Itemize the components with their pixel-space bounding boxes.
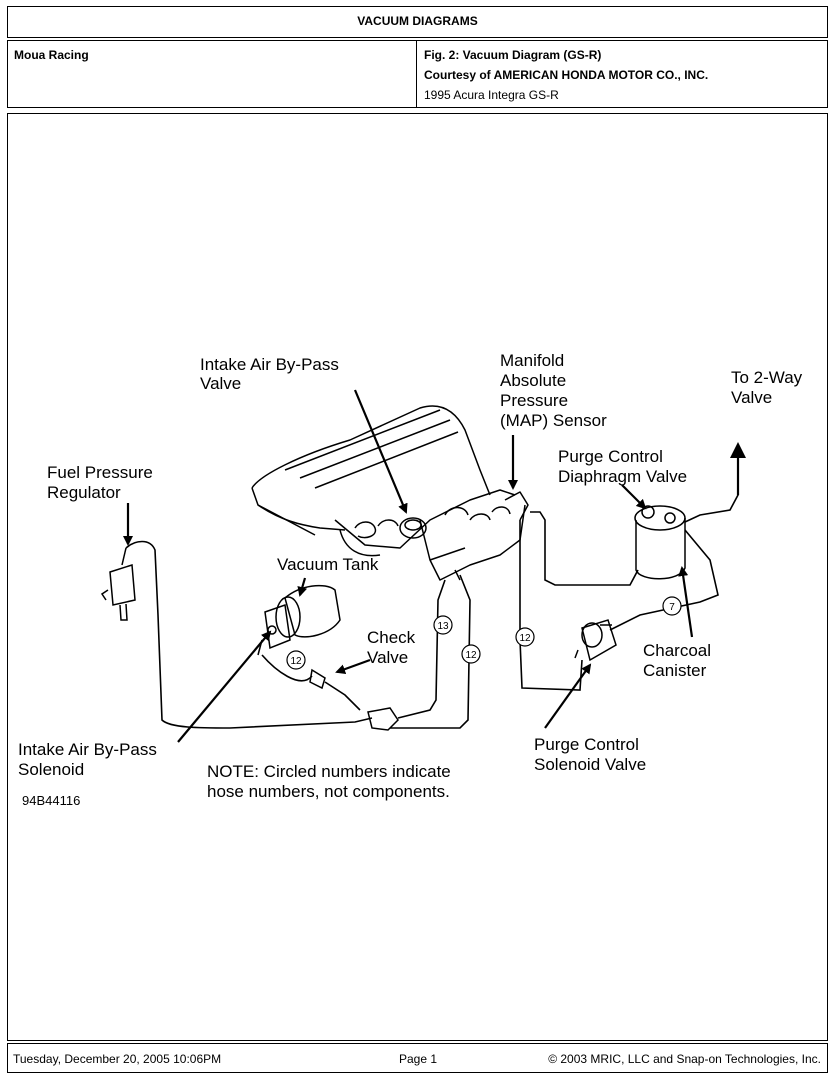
label-vacuum-tank: Vacuum Tank bbox=[277, 555, 379, 574]
hose-number-12-b bbox=[461, 644, 481, 664]
label-purge-control-solenoid-2: Solenoid Valve bbox=[534, 755, 646, 774]
hose-number-12-a bbox=[286, 650, 306, 670]
label-charcoal-canister-1: Charcoal bbox=[643, 641, 711, 660]
label-intake-air-bypass-solenoid-2: Solenoid bbox=[18, 760, 84, 779]
footer-page: Page 1 bbox=[399, 1052, 438, 1066]
check-valve bbox=[309, 668, 399, 731]
purge-control-solenoid-valve bbox=[574, 619, 617, 662]
footer-copyright: © 2003 MRIC, LLC and Snap-on Technologie… bbox=[548, 1052, 821, 1066]
footer-date: Tuesday, December 20, 2005 10:06PM bbox=[13, 1052, 222, 1066]
hose-number-text: 13 bbox=[437, 621, 449, 632]
figure-code: 94B44116 bbox=[22, 793, 80, 808]
hose-number-markers bbox=[286, 596, 682, 670]
label-check-valve-2: Valve bbox=[367, 648, 408, 667]
hose-number-text: 12 bbox=[519, 633, 531, 644]
title-box: VACUUM DIAGRAMS bbox=[7, 6, 828, 38]
header-divider bbox=[416, 41, 417, 107]
vacuum-tank bbox=[257, 584, 341, 656]
diagram-frame bbox=[7, 113, 828, 1041]
label-map-sensor-2: Absolute bbox=[500, 371, 566, 390]
label-to-2way-valve-1: To 2-Way bbox=[731, 368, 803, 387]
to-2way-arrowhead bbox=[730, 442, 746, 458]
label-map-sensor-4: (MAP) Sensor bbox=[500, 411, 607, 430]
page-title: VACUUM DIAGRAMS bbox=[357, 14, 478, 28]
courtesy-line: Courtesy of AMERICAN HONDA MOTOR CO., IN… bbox=[424, 68, 709, 82]
header-box: Moua Racing Fig. 2: Vacuum Diagram (GS-R… bbox=[7, 40, 828, 108]
label-charcoal-canister-2: Canister bbox=[643, 661, 707, 680]
hose-number-text: 12 bbox=[465, 650, 477, 661]
hose-number-text: 12 bbox=[290, 656, 302, 667]
label-fuel-pressure-regulator-1: Fuel Pressure bbox=[47, 463, 153, 482]
figure-title: Fig. 2: Vacuum Diagram (GS-R) bbox=[424, 48, 602, 62]
label-to-2way-valve-2: Valve bbox=[731, 388, 772, 407]
vehicle-line: 1995 Acura Integra GS-R bbox=[424, 88, 559, 102]
hose-number-7 bbox=[662, 596, 682, 616]
label-map-sensor-3: Pressure bbox=[500, 391, 568, 410]
label-intake-air-bypass-valve-2: Valve bbox=[200, 374, 241, 393]
hose-number-12-c bbox=[515, 627, 535, 647]
vacuum-hoses bbox=[125, 470, 739, 729]
label-intake-air-bypass-solenoid-1: Intake Air By-Pass bbox=[18, 740, 157, 759]
hose-number-text: 7 bbox=[669, 602, 675, 613]
note-line-2: hose numbers, not components. bbox=[207, 782, 450, 801]
engine-intake-manifold bbox=[251, 405, 529, 581]
label-intake-air-bypass-valve-1: Intake Air By-Pass bbox=[200, 355, 339, 374]
leader-arrows bbox=[123, 389, 743, 743]
charcoal-canister bbox=[634, 505, 686, 580]
label-check-valve-1: Check bbox=[367, 628, 416, 647]
hose-number-13 bbox=[433, 615, 453, 635]
label-purge-control-solenoid-1: Purge Control bbox=[534, 735, 639, 754]
fuel-pressure-regulator bbox=[100, 547, 136, 621]
label-purge-control-diaphragm-2: Diaphragm Valve bbox=[558, 467, 687, 486]
note-line-1: NOTE: Circled numbers indicate bbox=[207, 762, 451, 781]
label-fuel-pressure-regulator-2: Regulator bbox=[47, 483, 121, 502]
label-purge-control-diaphragm-1: Purge Control bbox=[558, 447, 663, 466]
label-map-sensor-1: Manifold bbox=[500, 351, 564, 370]
company-name: Moua Racing bbox=[14, 48, 89, 62]
footer-box: Tuesday, December 20, 2005 10:06PM Page … bbox=[7, 1043, 828, 1073]
